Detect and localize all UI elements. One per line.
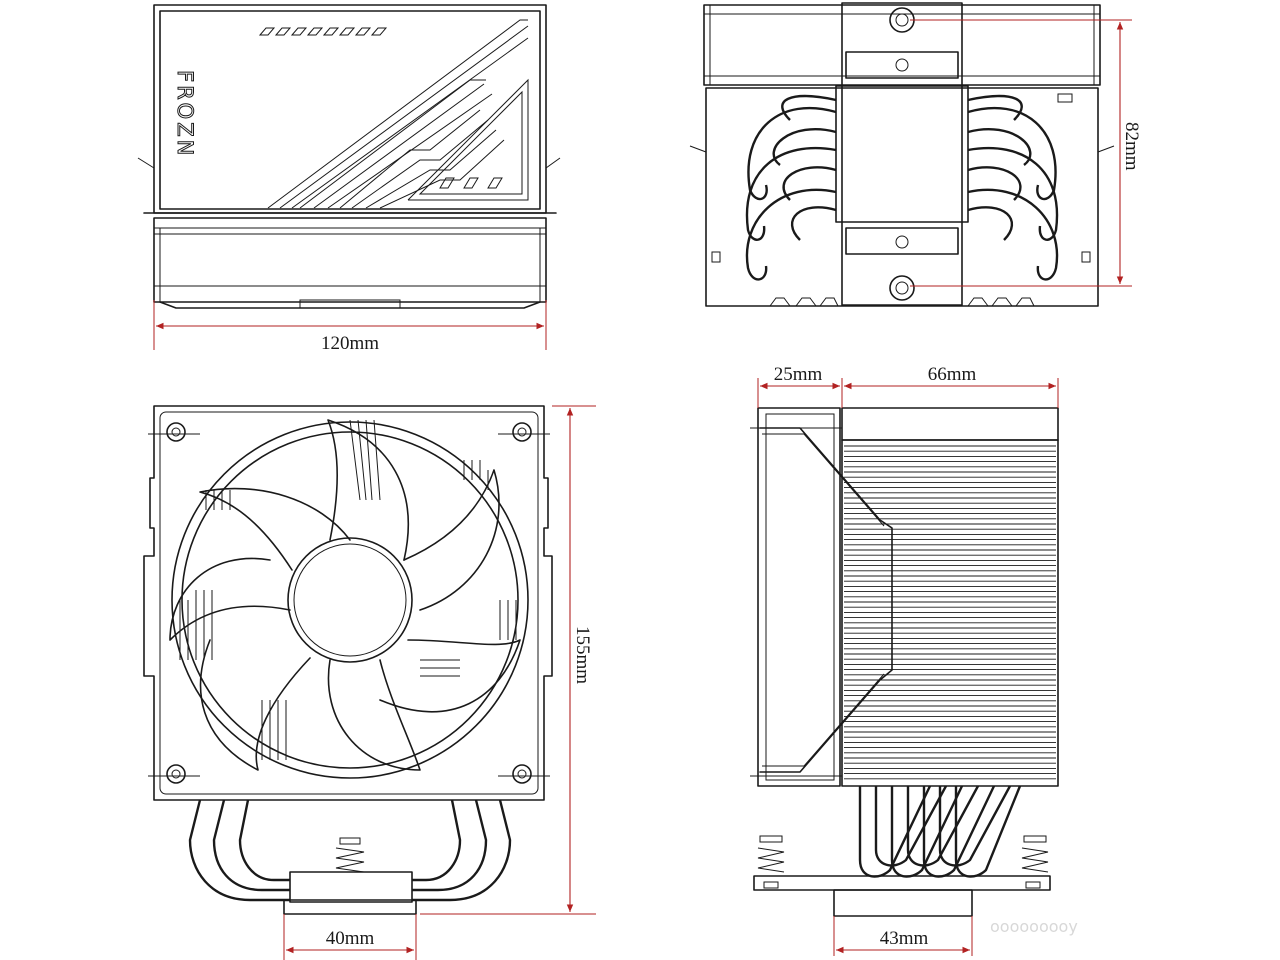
front-view <box>143 405 553 915</box>
dim-label-66mm: 66mm <box>928 364 977 385</box>
dim-label-25mm: 25mm <box>774 364 823 385</box>
dim-155mm: 155mm <box>420 405 596 915</box>
dim-label-120mm: 120mm <box>321 333 379 354</box>
dim-25mm: 25mm <box>757 364 843 408</box>
dim-82mm: 82mm <box>910 19 1142 287</box>
brand-logo: FROZN <box>173 70 197 158</box>
dim-40mm: 40mm <box>283 914 417 960</box>
watermark: ooooooooy <box>990 917 1078 936</box>
dim-label-40mm: 40mm <box>326 928 375 949</box>
side-view <box>750 407 1059 917</box>
dim-66mm: 66mm <box>844 364 1059 408</box>
dim-label-82mm: 82mm <box>1121 122 1142 171</box>
fin-stack <box>844 445 1056 780</box>
dim-label-155mm: 155mm <box>572 626 593 684</box>
dim-43mm: 43mm <box>833 916 973 956</box>
dim-label-43mm: 43mm <box>880 928 929 949</box>
top-view: FROZN <box>137 4 561 309</box>
plan-view <box>689 2 1115 307</box>
dim-120mm: 120mm <box>153 300 547 354</box>
